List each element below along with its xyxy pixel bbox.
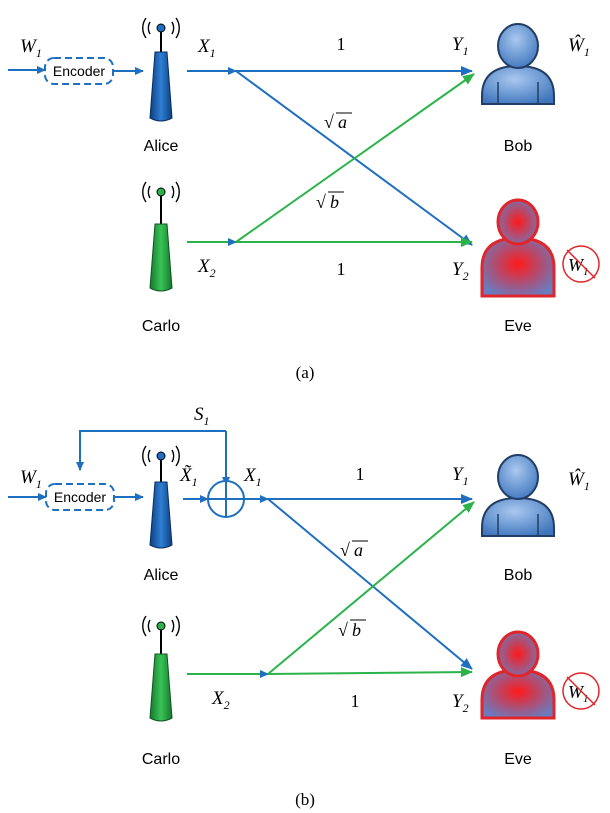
x2-label: X2 — [211, 688, 230, 712]
gain-b-label: √ b — [338, 619, 366, 640]
alice-label: Alice — [144, 138, 179, 155]
gain-bottom-label: 1 — [351, 691, 360, 711]
x-tilde-label: X̃1 — [179, 465, 198, 489]
gain-a-label: √ a — [324, 112, 352, 132]
gain-a-label: √ a — [340, 540, 368, 560]
carlo-antenna-icon — [142, 615, 180, 722]
svg-text:b: b — [330, 192, 339, 212]
y2-label: Y2 — [452, 691, 469, 715]
svg-text:b: b — [352, 620, 361, 640]
y2-label: Y2 — [452, 259, 469, 283]
gain-top-label: 1 — [356, 464, 365, 484]
encoder-label: Encoder — [54, 489, 106, 505]
panel-a: W1 Encoder Alice X1 — [8, 17, 600, 382]
link-alice-eve — [267, 498, 473, 670]
alice-antenna-icon — [142, 17, 180, 122]
y1-label: Y1 — [452, 34, 469, 58]
gain-bottom-label: 1 — [337, 259, 346, 279]
svg-text:√: √ — [316, 192, 326, 212]
bob-avatar-icon — [481, 454, 555, 537]
svg-text:W1: W1 — [568, 255, 589, 278]
state-feedback-path — [76, 430, 226, 471]
link-carlo-bob — [235, 73, 475, 243]
svg-text:√: √ — [340, 540, 350, 560]
link-carlo-bob — [267, 501, 475, 675]
x1-label: X1 — [197, 36, 216, 60]
bob-label: Bob — [504, 567, 533, 584]
carlo-label: Carlo — [142, 318, 180, 335]
caption-b: (b) — [295, 790, 315, 809]
svg-text:a: a — [354, 540, 363, 560]
svg-text:W1: W1 — [568, 682, 589, 705]
modulo-adder-icon — [207, 480, 245, 518]
carlo-antenna-icon — [142, 181, 180, 292]
alice-label: Alice — [144, 567, 179, 584]
bob-avatar-icon — [481, 23, 555, 105]
panel-b: S1 W1 Encoder Alice X̃1 — [8, 404, 600, 809]
eve-avatar-icon — [480, 198, 556, 298]
eve-label: Eve — [504, 318, 532, 335]
bob-estimate-label: Ŵ1 — [568, 34, 590, 59]
svg-text:a: a — [338, 112, 347, 132]
eve-blocked-icon: W1 — [562, 245, 600, 283]
gain-top-label: 1 — [337, 34, 346, 54]
eve-blocked-icon: W1 — [562, 672, 600, 710]
encoder-label: Encoder — [53, 63, 105, 79]
caption-a: (a) — [296, 363, 315, 382]
eve-avatar-icon — [480, 630, 556, 720]
x2-label: X2 — [197, 256, 216, 280]
svg-text:√: √ — [324, 112, 334, 132]
carlo-label: Carlo — [142, 751, 180, 768]
bob-estimate-label: Ŵ1 — [568, 468, 590, 493]
gain-b-label: √ b — [316, 191, 344, 212]
svg-text:√: √ — [338, 620, 348, 640]
eve-label: Eve — [504, 751, 532, 768]
y1-label: Y1 — [452, 464, 469, 488]
input-label: W1 — [20, 36, 42, 60]
link-carlo-eve — [267, 667, 473, 678]
alice-antenna-icon — [142, 445, 180, 549]
input-label: W1 — [20, 467, 42, 491]
bob-label: Bob — [504, 138, 533, 155]
state-label: S1 — [194, 404, 210, 428]
x1-label: X1 — [243, 465, 262, 489]
